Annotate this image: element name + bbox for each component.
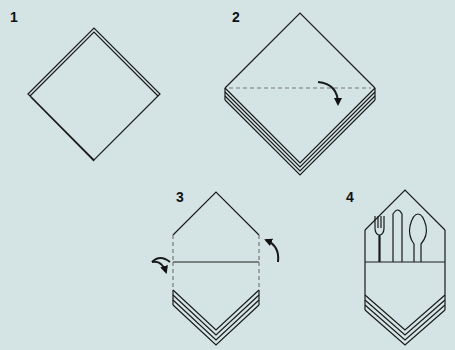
step-number: 1: [10, 10, 18, 24]
step-number: 3: [176, 190, 184, 204]
fold-arrow: [266, 240, 278, 262]
fold-arrow: [318, 82, 338, 104]
step-2-napkin: [225, 13, 375, 175]
step-number: 2: [232, 10, 240, 24]
step-number: 4: [346, 190, 354, 204]
fold-arrow: [152, 262, 166, 272]
step-1-napkin: [28, 28, 160, 161]
step-4-napkin: [365, 190, 445, 345]
cutlery: [375, 210, 426, 262]
step-3-napkin: [152, 192, 278, 345]
